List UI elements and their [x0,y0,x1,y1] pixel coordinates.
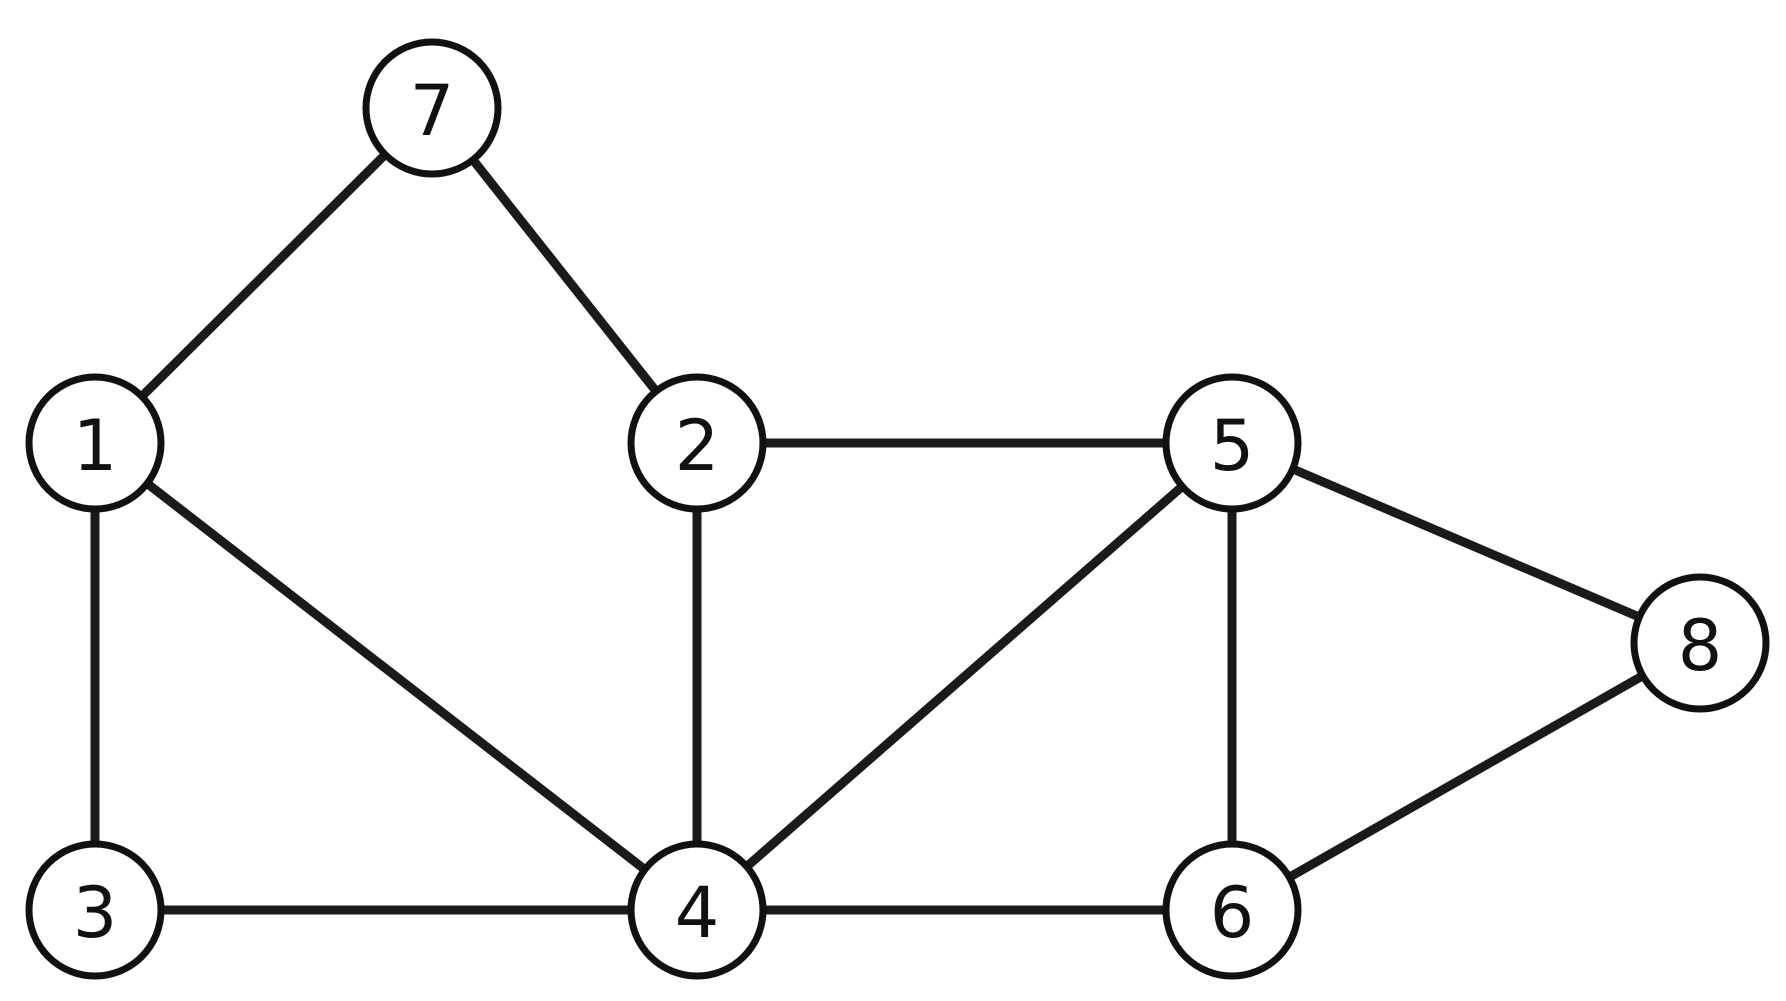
node-6-circle [1162,840,1302,980]
node-1-label: 1 [73,405,118,487]
nodes-layer: 7 1 2 5 8 3 4 6 [25,38,1770,980]
node-5-label: 5 [1210,405,1255,487]
edge-6-8 [1229,639,1703,914]
node-6-label: 6 [1210,872,1255,954]
node-8: 8 [1630,573,1770,713]
node-7-circle [362,38,502,178]
node-6: 6 [1162,840,1302,980]
node-1: 1 [25,373,165,513]
node-2-circle [627,373,767,513]
node-3: 3 [25,840,165,980]
edge-1-4 [92,439,700,914]
node-4: 4 [627,840,767,980]
node-2: 2 [627,373,767,513]
edge-5-4 [694,439,1235,914]
node-3-circle [25,840,165,980]
edge-5-8 [1230,438,1702,648]
edge-7-2 [428,105,701,446]
node-4-label: 4 [675,872,720,954]
node-3-label: 3 [73,872,118,954]
edges-layer [90,104,1703,915]
node-2-label: 2 [675,405,720,487]
edge-7-1 [91,104,436,447]
node-5-circle [1162,373,1302,513]
node-8-circle [1630,573,1770,713]
node-7: 7 [362,38,502,178]
node-4-circle [627,840,767,980]
node-8-label: 8 [1678,605,1723,687]
node-7-label: 7 [410,70,455,152]
node-1-circle [25,373,165,513]
node-5: 5 [1162,373,1302,513]
